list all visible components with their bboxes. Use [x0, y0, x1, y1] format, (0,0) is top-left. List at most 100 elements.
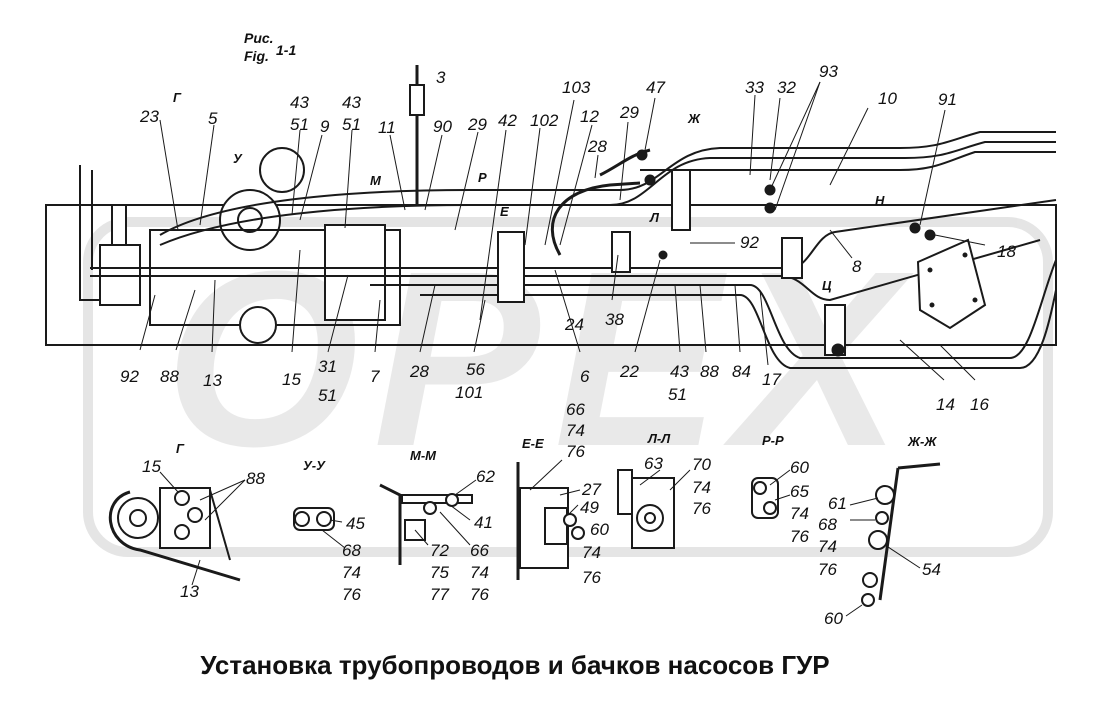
main-callout-labels: 3 23 5 43 51 9 43 51 11 90 29 42 102 103… [120, 62, 1016, 414]
callout: 23 [139, 107, 159, 126]
callout: 22 [619, 362, 639, 381]
callout: 8 [852, 257, 862, 276]
detail-view-g [108, 471, 246, 586]
callout: 76 [566, 442, 585, 461]
callout: 102 [530, 111, 559, 130]
callout: 43 [290, 93, 309, 112]
callout: 29 [467, 115, 487, 134]
tank-bolt-4 [929, 302, 935, 308]
callout: 88 [160, 367, 179, 386]
support-post [111, 204, 127, 251]
pump-drive-wheel [239, 306, 277, 344]
callout: 24 [564, 315, 584, 334]
pipe-loop [550, 181, 641, 256]
callout: 43 [342, 93, 361, 112]
callout: 13 [180, 582, 199, 601]
fitting-node-4 [764, 202, 776, 214]
callout: 76 [692, 499, 711, 518]
callout: 70 [692, 455, 711, 474]
figure-caption: Установка трубопроводов и бачков насосов… [200, 650, 830, 680]
pipe-clamp-4 [781, 237, 803, 279]
callout: 51 [318, 386, 337, 405]
detail-view-m-m [379, 479, 477, 565]
callout: 32 [777, 78, 796, 97]
callout: 88 [700, 362, 719, 381]
callout: 74 [582, 543, 601, 562]
callout: 33 [745, 78, 764, 97]
view-marker-zh: Ж [687, 111, 701, 126]
callout: 7 [370, 367, 380, 386]
callout: 92 [740, 233, 759, 252]
callout: 17 [762, 370, 781, 389]
section-title-zh-zh: Ж-Ж [907, 434, 937, 449]
callout: 16 [970, 395, 989, 414]
callout: 60 [824, 609, 843, 628]
detail-view-l-l [617, 469, 691, 549]
callout: 74 [470, 563, 489, 582]
callout: 49 [580, 498, 599, 517]
callout: 10 [878, 89, 897, 108]
callout: 76 [342, 585, 361, 604]
pipe-run-upper-3 [640, 151, 1056, 171]
callout: 61 [828, 494, 847, 513]
callout: 91 [938, 90, 957, 109]
detail-view-e-e [516, 459, 585, 580]
figure-label-ru: Рис. [244, 30, 274, 46]
view-marker-r: Р [478, 170, 487, 185]
fitting-node-5 [909, 222, 921, 234]
pipe-run-lower-2 [420, 289, 1057, 369]
detail-section-titles: Г У-У М-М Е-Е Л-Л Р-Р Ж-Ж [176, 431, 937, 473]
section-title-m-m: М-М [410, 448, 437, 463]
callout: 90 [433, 117, 452, 136]
fitting-node-2 [644, 174, 656, 186]
section-title-g: Г [176, 441, 185, 456]
callout: 103 [562, 78, 591, 97]
fitting-node-8 [658, 250, 668, 260]
view-marker-u: У [233, 151, 243, 166]
callout: 60 [590, 520, 609, 539]
callout: 51 [342, 115, 361, 134]
callout: 42 [498, 111, 517, 130]
callout: 41 [474, 513, 493, 532]
callout: 6 [580, 367, 590, 386]
section-title-e-e: Е-Е [522, 436, 544, 451]
callout: 27 [581, 480, 601, 499]
callout: 13 [203, 371, 222, 390]
callout: 93 [819, 62, 838, 81]
callout: 65 [790, 482, 809, 501]
callout: 77 [430, 585, 449, 604]
view-marker-m: М [370, 173, 382, 188]
callout: 72 [430, 541, 449, 560]
callout: 31 [318, 357, 337, 376]
callout: 74 [342, 563, 361, 582]
callout: 45 [346, 514, 365, 533]
callout: 74 [790, 504, 809, 523]
detail-callout-labels: 15 88 13 45 68 74 76 62 41 72 66 75 74 7… [142, 400, 941, 628]
callout: 76 [818, 560, 837, 579]
view-marker-e: Е [500, 204, 509, 219]
callout: 18 [997, 242, 1016, 261]
callout: 60 [790, 458, 809, 477]
view-marker-n: Н [875, 193, 885, 208]
callout: 76 [790, 527, 809, 546]
callout: 56 [466, 360, 485, 379]
cab-bracket [79, 165, 100, 301]
callout: 88 [246, 469, 265, 488]
detail-view-u-u [293, 507, 346, 549]
tank-bolt-2 [962, 252, 968, 258]
callout: 74 [818, 537, 837, 556]
view-marker-ts: Ц [822, 278, 832, 293]
pump-bracket [324, 224, 386, 321]
fitting-node-6 [924, 229, 936, 241]
callout: 14 [936, 395, 955, 414]
callout: 29 [619, 103, 639, 122]
callout: 92 [120, 367, 139, 386]
callout: 15 [142, 457, 161, 476]
callout: 54 [922, 560, 941, 579]
callout: 43 [670, 362, 689, 381]
pipe-run-lower [370, 259, 1057, 359]
callout: 11 [378, 118, 396, 137]
pump-reservoir [259, 147, 305, 193]
callout: 66 [566, 400, 585, 419]
callout-leaders [139, 81, 986, 381]
